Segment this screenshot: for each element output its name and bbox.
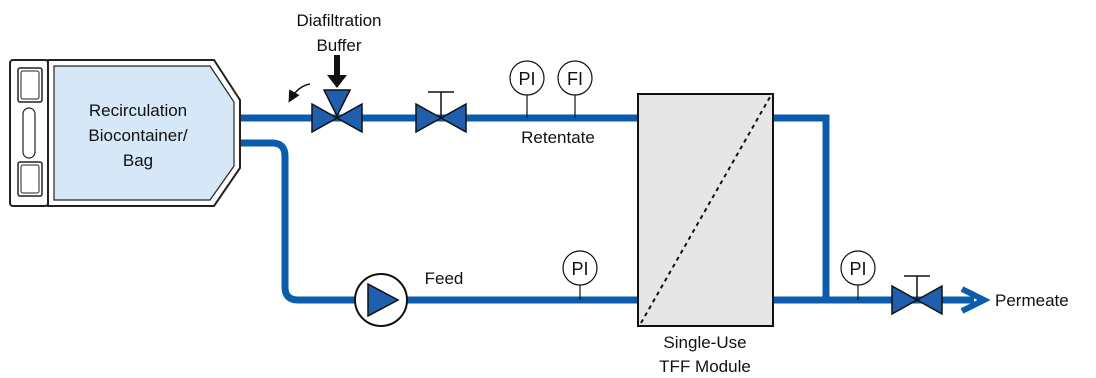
feed-label: Feed xyxy=(425,269,464,288)
feed-pi-label: PI xyxy=(571,259,588,279)
retentate-label: Retentate xyxy=(521,128,595,147)
tff-module xyxy=(637,93,774,327)
retentate-flow-indicator: FI xyxy=(557,60,593,118)
feed-pump xyxy=(354,273,408,327)
buffer-label-line1: Diafiltration xyxy=(296,11,381,30)
bag-label-line2: Biocontainer/ xyxy=(88,126,188,145)
bag-label-line3: Bag xyxy=(123,151,153,170)
permeate-arrow-icon xyxy=(960,286,991,314)
recirculation-bag: Recirculation Biocontainer/ Bag xyxy=(9,59,241,207)
permeate-pressure-indicator: PI xyxy=(840,250,876,300)
bag-label-line1: Recirculation xyxy=(89,101,187,120)
buffer-inlet-arrow-icon xyxy=(327,55,347,88)
diversion-arrow-icon xyxy=(288,83,311,103)
retentate-valve xyxy=(415,91,467,134)
permeate-valve xyxy=(891,275,943,316)
permeate-label: Permeate xyxy=(995,291,1069,310)
retentate-pressure-indicator: PI xyxy=(509,60,545,118)
module-label-line2: TFF Module xyxy=(659,357,751,376)
feed-line xyxy=(240,139,638,304)
retentate-pi-label: PI xyxy=(518,69,535,89)
permeate-pi-label: PI xyxy=(849,259,866,279)
buffer-label-line2: Buffer xyxy=(316,36,361,55)
three-way-valve xyxy=(311,89,363,134)
module-label-line1: Single-Use xyxy=(663,333,746,352)
retentate-fi-label: FI xyxy=(567,69,583,89)
feed-pressure-indicator: PI xyxy=(562,250,598,300)
retentate-outlet-line xyxy=(773,114,830,300)
pump-icon xyxy=(367,282,400,318)
membrane-line xyxy=(640,96,771,324)
